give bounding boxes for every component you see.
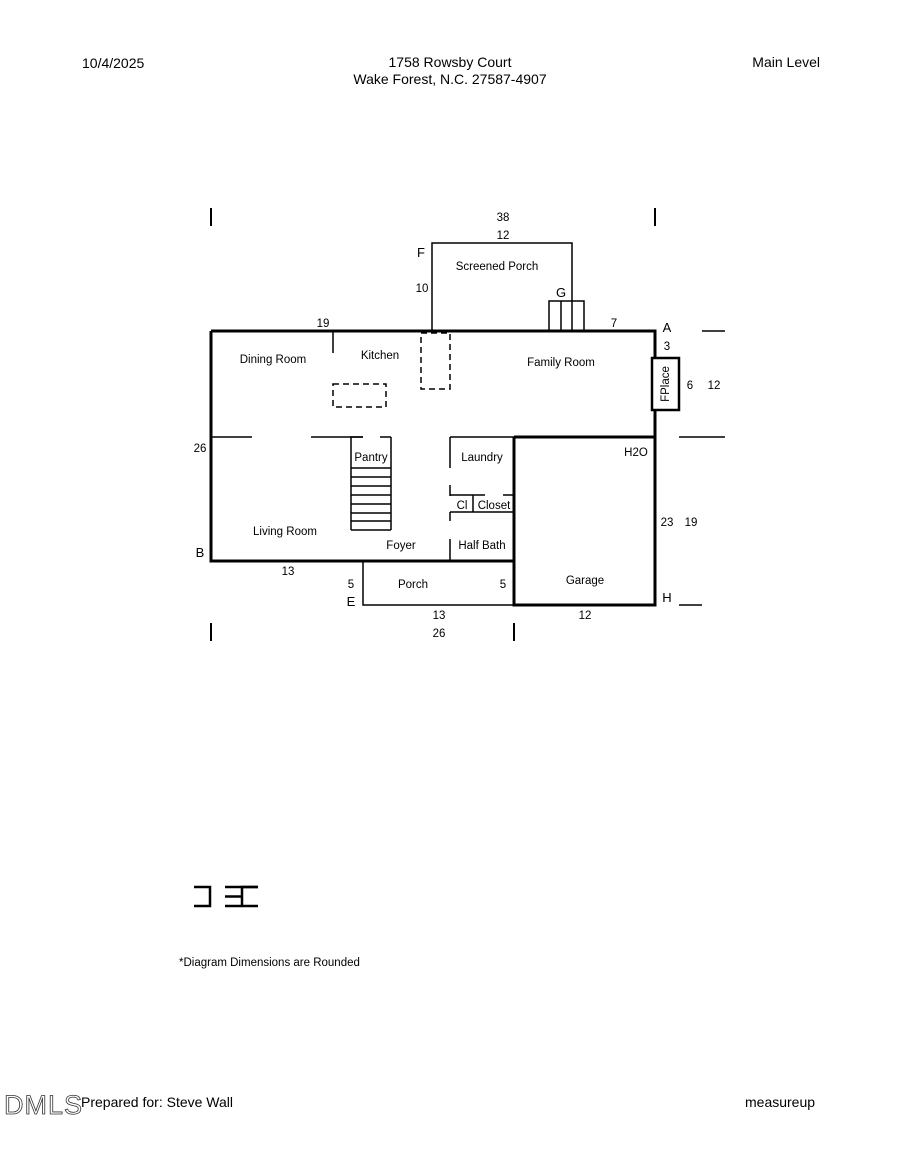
dim-screened-porch-width: 12 [497, 230, 510, 242]
screened-porch-outline [431, 242, 573, 331]
logo-icon [194, 885, 258, 908]
porch-outline [362, 561, 514, 606]
dim-overall-bottom: 26 [433, 628, 446, 640]
room-label-kitchen: Kitchen [361, 350, 399, 362]
dim-fplace-width: 6 [687, 380, 693, 392]
level-label: Main Level [752, 54, 820, 70]
kitchen-island [332, 383, 387, 408]
room-label-pantry: Pantry [354, 452, 387, 464]
watermark: DMLS [4, 1090, 84, 1121]
corner-label-h: H [662, 590, 671, 605]
room-label-cl: Cl [457, 500, 468, 512]
address-line-1: 1758 Rowsby Court [388, 54, 512, 70]
dim-garage-depth: 23 [661, 517, 674, 529]
dim-top-right-run: 7 [611, 318, 617, 330]
room-label-porch: Porch [398, 579, 428, 591]
dim-porch-left: 5 [348, 579, 354, 591]
staircase [351, 467, 391, 531]
dim-overall-top: 38 [497, 212, 510, 224]
dim-left-side: 26 [194, 443, 207, 455]
corner-label-a: A [663, 320, 672, 335]
extent-ticks [210, 208, 656, 641]
room-label-half-bath: Half Bath [458, 540, 505, 552]
dashed-features [332, 332, 451, 408]
room-label-family-room: Family Room [527, 357, 595, 369]
dim-top-left-run: 19 [317, 318, 330, 330]
fireplace-box [650, 356, 681, 412]
dim-garage-width: 12 [579, 610, 592, 622]
corner-label-g: G [556, 285, 566, 300]
steps-g [548, 300, 585, 332]
rounding-note: *Diagram Dimensions are Rounded [179, 957, 360, 969]
room-label-dining-room: Dining Room [240, 354, 306, 366]
dim-right-upper: 12 [708, 380, 721, 392]
dashed-counter [420, 332, 451, 390]
room-label-closet: Closet [478, 500, 511, 512]
dim-bottom-left-run: 13 [282, 566, 295, 578]
property-address: 1758 Rowsby Court Wake Forest, N.C. 2758… [0, 54, 900, 88]
room-label-laundry: Laundry [461, 452, 503, 464]
prepared-for: Prepared for: Steve Wall [81, 1094, 233, 1110]
dim-porch-right: 5 [500, 579, 506, 591]
exterior-walls [209, 329, 657, 607]
extent-ticks-right [679, 330, 725, 606]
dim-screened-porch-depth: 10 [416, 283, 429, 295]
room-label-h2o: H2O [624, 447, 648, 459]
dim-right-lower: 19 [685, 517, 698, 529]
address-line-2: Wake Forest, N.C. 27587-4907 [353, 71, 547, 87]
room-label-screened-porch: Screened Porch [456, 261, 538, 273]
room-label-living-room: Living Room [253, 526, 317, 538]
interior-walls [211, 331, 514, 561]
corner-label-e: E [347, 594, 356, 609]
room-label-foyer: Foyer [386, 540, 416, 552]
corner-label-f: F [417, 245, 425, 260]
report-date: 10/4/2025 [82, 55, 145, 71]
room-label-garage: Garage [566, 575, 604, 587]
dim-porch-width: 13 [433, 610, 446, 622]
company-name: measureup [745, 1094, 816, 1110]
dim-fplace-offset: 3 [664, 341, 670, 353]
room-label-fireplace: FPlace [660, 366, 672, 402]
corner-label-b: B [196, 545, 205, 560]
